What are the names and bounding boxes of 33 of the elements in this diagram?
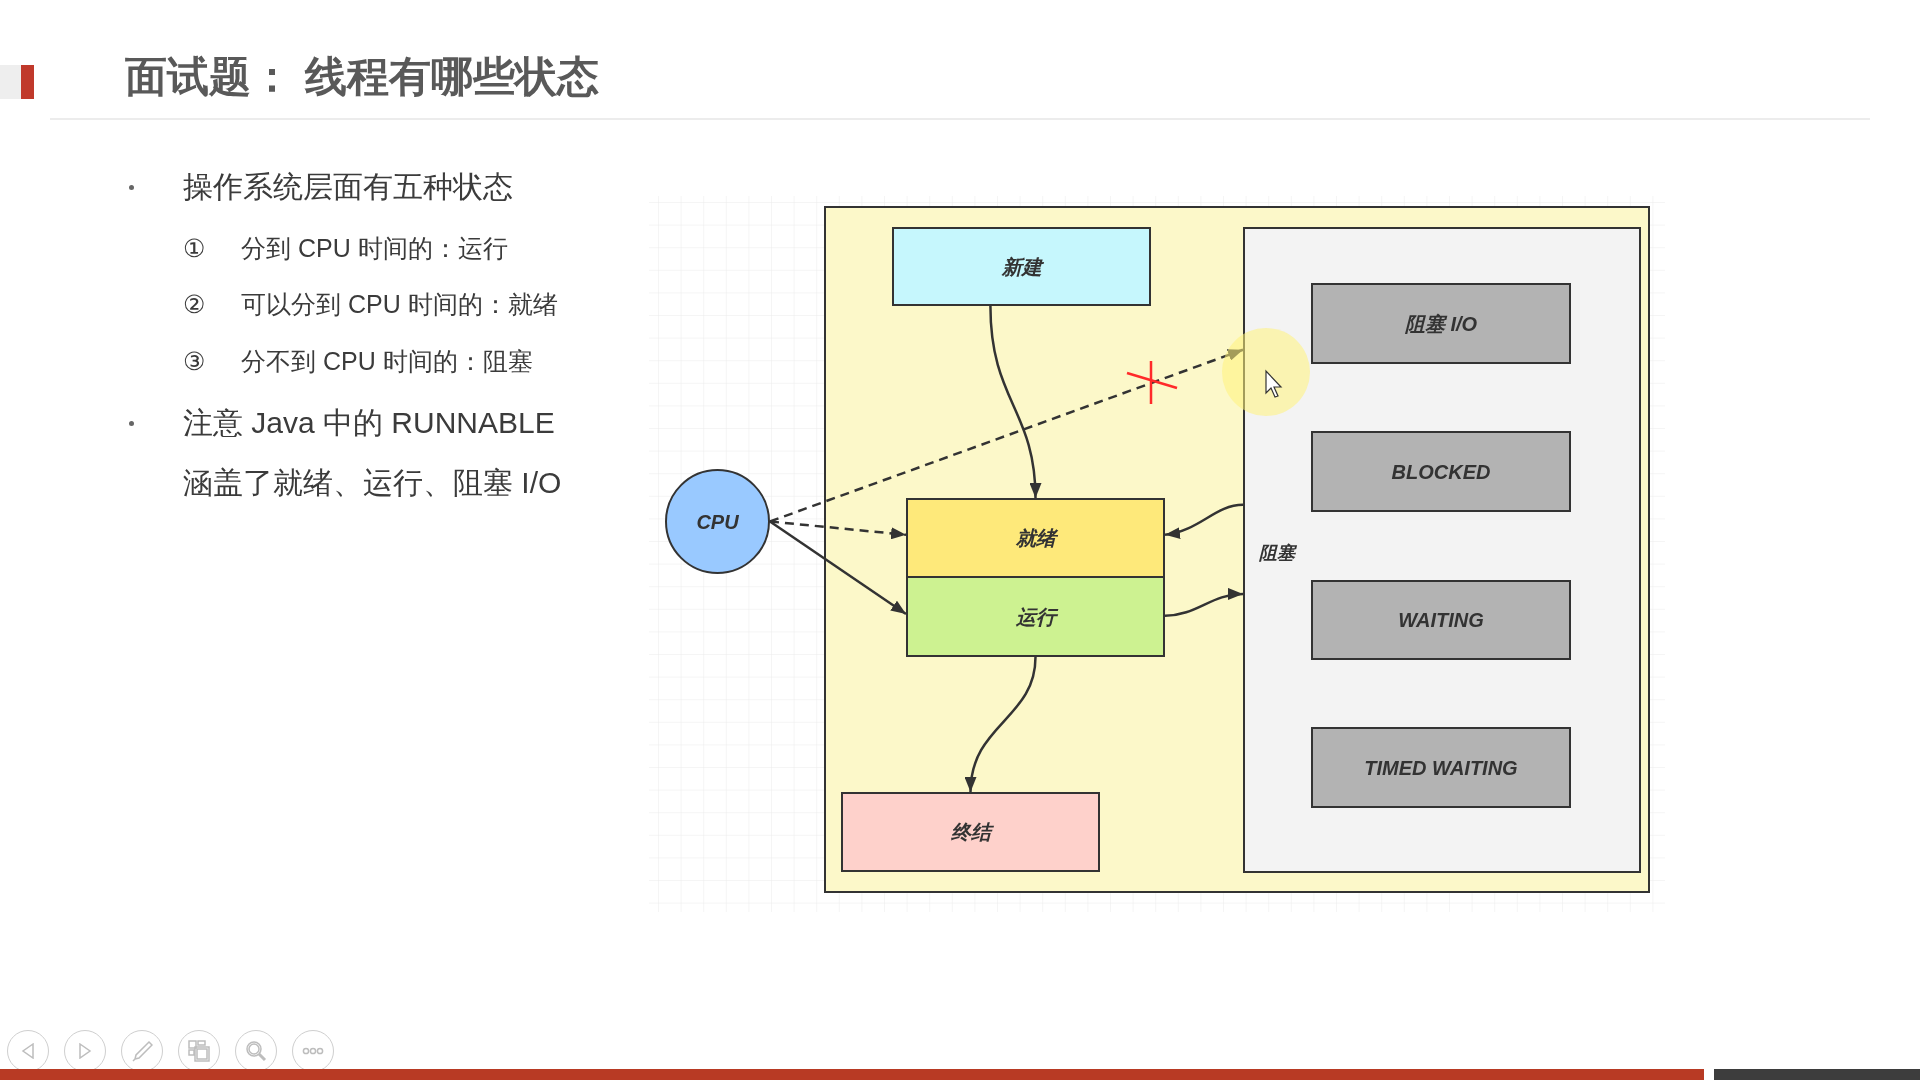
list-item-text: 分到 CPU 时间的：运行 bbox=[241, 233, 508, 264]
arrow bbox=[965, 656, 1037, 793]
state-box bbox=[1311, 283, 1571, 364]
state-box bbox=[841, 792, 1100, 872]
node-label: CPU bbox=[696, 509, 739, 535]
list-item-text: 可以分到 CPU 时间的：就绪 bbox=[241, 289, 558, 320]
node-label: TIMED WAITING bbox=[1364, 755, 1518, 781]
node-label: BLOCKED bbox=[1391, 459, 1491, 485]
list-item-text: 分不到 CPU 时间的：阻塞 bbox=[241, 346, 533, 377]
bullet-text: 操作系统层面有五种状态 bbox=[183, 169, 513, 205]
state-box bbox=[906, 576, 1165, 657]
list-number: ① bbox=[183, 233, 205, 264]
dashed-arrow bbox=[769, 348, 1244, 523]
state-box bbox=[1311, 580, 1571, 660]
bullet-text: 注意 Java 中的 RUNNABLE 涵盖了就绪、运行、阻塞 I/O bbox=[183, 405, 563, 501]
container-box bbox=[824, 206, 1650, 893]
slide-title: 面试题： 线程有哪些状态 bbox=[125, 52, 599, 102]
state-box bbox=[1311, 727, 1571, 808]
state-box bbox=[906, 498, 1165, 578]
arrow bbox=[1164, 588, 1244, 617]
list-number: ③ bbox=[183, 346, 205, 377]
node-label: 新建 bbox=[1001, 254, 1042, 280]
group-box bbox=[1243, 227, 1641, 873]
arrow bbox=[769, 520, 907, 616]
state-box bbox=[1311, 431, 1571, 512]
state-box bbox=[892, 227, 1151, 306]
list-number: ② bbox=[183, 289, 205, 320]
node-label: WAITING bbox=[1398, 608, 1484, 633]
node-label: 就绪 bbox=[1015, 526, 1056, 551]
arrow bbox=[989, 305, 1041, 499]
node-label: 阻塞 I/O bbox=[1404, 311, 1478, 337]
arrow bbox=[1164, 503, 1244, 539]
group-label: 阻塞 bbox=[1259, 542, 1295, 565]
